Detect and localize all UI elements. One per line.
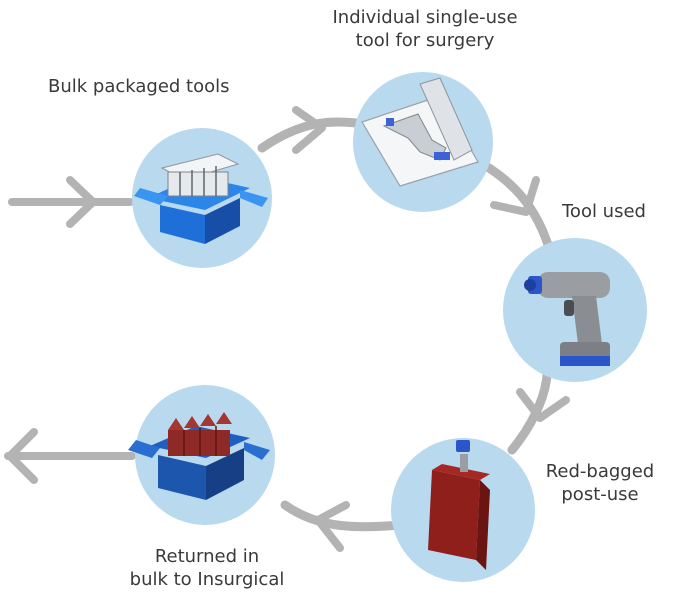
label-tool-used: Tool used	[562, 200, 646, 223]
label-line: tool for surgery	[355, 30, 495, 51]
arc-arrowhead-2	[490, 176, 540, 216]
drill-icon	[524, 272, 610, 366]
node-individual-tool	[353, 72, 493, 212]
arc-arrowhead-1	[292, 106, 326, 154]
node-red-bagged	[391, 438, 535, 582]
label-line: Bulk packaged tools	[48, 76, 230, 97]
tray-icon	[361, 77, 479, 187]
bulk-box-icon	[134, 153, 268, 244]
node-tool-used	[503, 238, 647, 382]
return-box-icon	[128, 412, 270, 500]
label-line: Returned in	[154, 546, 260, 567]
label-individual-tool: Individual single-use tool for surgery	[330, 6, 520, 52]
label-line: bulk to Insurgical	[129, 569, 285, 590]
red-bag-icon	[428, 440, 490, 570]
label-bulk-packaged: Bulk packaged tools	[48, 75, 230, 98]
outgoing-arrow-head	[6, 428, 38, 484]
label-red-bagged: Red-bagged post-use	[540, 460, 660, 506]
label-line: Tool used	[562, 201, 646, 222]
node-bulk-packaged	[132, 128, 272, 268]
arc-arrowhead-4	[314, 501, 350, 552]
label-line: Red-bagged	[545, 461, 655, 482]
node-returned-bulk	[128, 385, 275, 525]
incoming-arrow-head	[66, 176, 97, 228]
arc-arrowhead-3	[516, 388, 570, 422]
label-returned-bulk: Returned in bulk to Insurgical	[112, 545, 302, 591]
label-line: post-use	[561, 484, 639, 505]
label-line: Individual single-use	[332, 7, 518, 28]
